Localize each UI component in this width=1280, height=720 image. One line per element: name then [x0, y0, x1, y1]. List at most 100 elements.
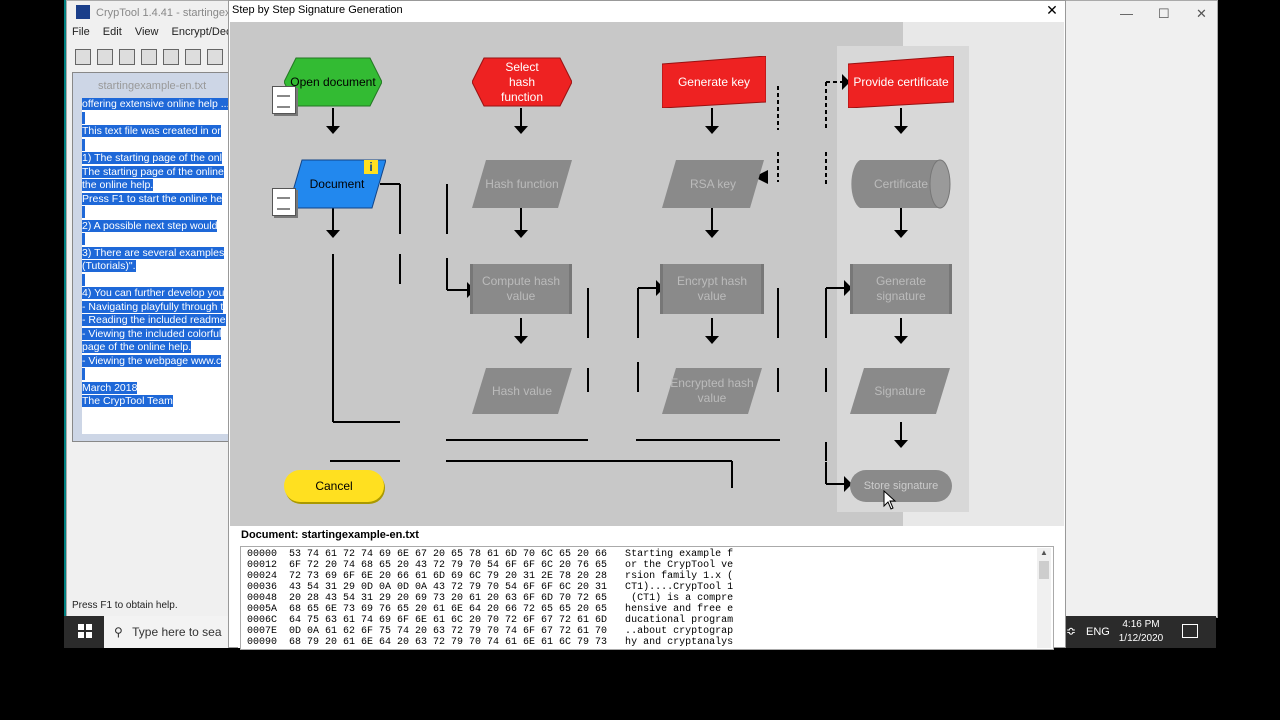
- search-icon: ⚲: [114, 625, 123, 639]
- new-icon[interactable]: [75, 49, 91, 65]
- compute-hash-step: Compute hash value: [470, 264, 572, 314]
- doc-line: [82, 233, 85, 245]
- hex-scrollbar[interactable]: ▲: [1037, 548, 1051, 648]
- search-placeholder: Type here to sea: [132, 625, 222, 639]
- hex-row: 0007E 0D 0A 61 62 6F 75 74 20 63 72 79 7…: [247, 626, 734, 637]
- doc-line: [82, 111, 85, 124]
- menu-file[interactable]: File: [72, 26, 90, 38]
- doc-line: The CrypTool Team: [82, 395, 173, 407]
- select-hash-label: Select hash function: [500, 59, 544, 104]
- generate-key-label: Generate key: [677, 74, 751, 89]
- generate-signature-step: Generate signature: [850, 264, 952, 314]
- cryptool-app-icon: [76, 5, 90, 19]
- hash-function-label: Hash function: [485, 176, 559, 191]
- close-window-icon[interactable]: ✕: [1196, 6, 1207, 21]
- doc-line: - Viewing the webpage www.c: [82, 354, 222, 367]
- document-step[interactable]: Document i: [288, 158, 386, 210]
- info-icon[interactable]: i: [364, 160, 378, 174]
- scroll-up-icon[interactable]: ▲: [1040, 548, 1048, 557]
- tray-icon[interactable]: ≎: [1066, 624, 1077, 638]
- hex-row: 0006C 64 75 63 61 74 69 6F 6E 61 6C 20 7…: [247, 615, 734, 626]
- hex-row: 0005A 68 65 6E 73 69 76 65 20 61 6E 64 2…: [247, 604, 734, 615]
- hash-value-step: Hash value: [472, 366, 572, 416]
- hash-function-step: Hash function: [472, 158, 572, 210]
- provide-certificate-button[interactable]: Provide certificate: [848, 56, 954, 108]
- menu-encrypt-decrypt[interactable]: Encrypt/Decry: [171, 26, 241, 38]
- document-text-area[interactable]: offering extensive online help ... This …: [82, 98, 228, 434]
- store-signature-step: Store signature: [850, 470, 952, 502]
- hex-row: 00000 53 74 61 72 74 69 6E 67 20 65 78 6…: [247, 549, 734, 560]
- doc-line: 4) You can further develop you: [82, 287, 225, 299]
- document-icon: [272, 86, 296, 114]
- hex-view[interactable]: 00000 53 74 61 72 74 69 6E 67 20 65 78 6…: [240, 546, 1054, 650]
- cut-icon[interactable]: [185, 49, 201, 65]
- doc-line: - Navigating playfully through t: [82, 300, 224, 313]
- open-document-label: Open document: [290, 74, 376, 89]
- generate-key-button[interactable]: Generate key: [662, 56, 766, 108]
- encrypt-hash-label: Encrypt hash value: [676, 274, 748, 303]
- clock[interactable]: 4:16 PM 1/12/2020: [1116, 618, 1166, 646]
- scroll-thumb[interactable]: [1039, 561, 1049, 579]
- signature-label: Signature: [874, 383, 926, 398]
- mouse-cursor-icon: [883, 490, 897, 510]
- menu-view[interactable]: View: [134, 26, 159, 38]
- provide-certificate-label: Provide certificate: [853, 74, 949, 89]
- menu-edit[interactable]: Edit: [102, 26, 122, 38]
- store-signature-label: Store signature: [863, 479, 939, 492]
- doc-line: This text file was created in or: [82, 125, 221, 137]
- notification-icon[interactable]: [1182, 624, 1198, 638]
- main-window-title: CrypTool 1.4.41 - startingexam: [96, 7, 246, 19]
- clock-time: 4:16 PM: [1122, 619, 1160, 630]
- taskbar-search[interactable]: ⚲ Type here to sea: [104, 616, 230, 648]
- clock-date: 1/12/2020: [1118, 633, 1164, 644]
- open-icon[interactable]: [97, 49, 113, 65]
- doc-line: 1) The starting page of the onl: [82, 152, 222, 164]
- doc-line: offering extensive online help ...: [82, 98, 228, 110]
- hex-row: 00024 72 73 69 6F 6E 20 66 61 6D 69 6C 7…: [247, 571, 734, 582]
- hash-value-label: Hash value: [491, 383, 553, 398]
- document-icon: [272, 188, 296, 216]
- doc-line: (Tutorials)".: [82, 260, 136, 272]
- open-folder-icon[interactable]: [119, 49, 135, 65]
- rsa-key-label: RSA key: [689, 176, 737, 191]
- select-hash-button[interactable]: Select hash function: [472, 56, 572, 108]
- document-step-label: Document: [309, 176, 365, 191]
- doc-line: - Viewing the included colorful: [82, 327, 222, 340]
- maximize-icon[interactable]: ☐: [1158, 6, 1170, 21]
- cancel-label: Cancel: [315, 478, 353, 493]
- windows-start-icon[interactable]: [78, 624, 92, 638]
- hex-row: 00048 20 28 43 54 31 29 20 69 73 20 61 2…: [247, 593, 734, 604]
- signature-step: Signature: [850, 366, 950, 416]
- minimize-icon[interactable]: —: [1120, 6, 1133, 21]
- dialog-title: Step by Step Signature Generation: [232, 4, 403, 16]
- copy-icon[interactable]: [207, 49, 223, 65]
- rsa-key-step: RSA key: [662, 158, 764, 210]
- document-window-title: startingexample-en.txt: [98, 80, 207, 92]
- doc-line: [82, 273, 85, 286]
- doc-line: The starting page of the online: [82, 165, 224, 178]
- document-pane-title: Document: startingexample-en.txt: [241, 529, 419, 541]
- doc-line: [82, 138, 85, 151]
- doc-line: Press F1 to start the online he: [82, 192, 223, 205]
- cancel-button[interactable]: Cancel: [284, 470, 384, 502]
- save-icon[interactable]: [141, 49, 157, 65]
- compute-hash-label: Compute hash value: [481, 274, 561, 303]
- hex-row: 00036 43 54 31 29 0D 0A 0D 0A 43 72 79 7…: [247, 582, 734, 593]
- doc-line: 2) A possible next step would: [82, 219, 218, 232]
- status-bar-text: Press F1 to obtain help.: [72, 600, 178, 611]
- dialog-close-icon[interactable]: ✕: [1046, 2, 1058, 18]
- generate-signature-label: Generate signature: [875, 274, 927, 303]
- hex-row: 00090 68 79 20 61 6E 64 20 63 72 79 70 7…: [247, 637, 734, 648]
- encrypted-hash-step: Encrypted hash value: [662, 366, 762, 416]
- certificate-label: Certificate: [873, 176, 929, 191]
- encrypted-hash-label: Encrypted hash value: [670, 376, 754, 405]
- print-icon[interactable]: [163, 49, 179, 65]
- certificate-step: Certificate: [850, 158, 952, 210]
- doc-line: - Reading the included readme: [82, 314, 226, 326]
- doc-line: the online help.: [82, 179, 154, 191]
- open-document-button[interactable]: Open document: [284, 56, 382, 108]
- language-indicator[interactable]: ENG: [1086, 626, 1110, 638]
- toolbar: [72, 46, 232, 68]
- encrypt-hash-step: Encrypt hash value: [660, 264, 764, 314]
- doc-line: 3) There are several examples: [82, 246, 225, 259]
